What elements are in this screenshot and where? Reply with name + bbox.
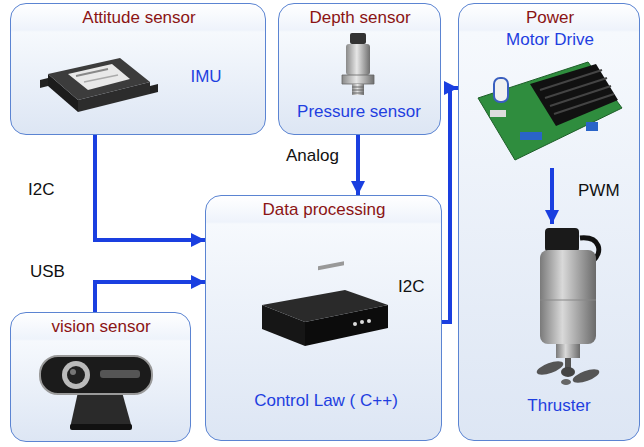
text-holder: Power (526, 8, 574, 28)
component-name: IMU (190, 67, 221, 86)
text-holder: Attitude sensor (82, 8, 195, 28)
computer-picture (262, 261, 388, 346)
panel-heading: Power (526, 8, 574, 27)
sensor-panel: PowerMotor DriveThruster (458, 3, 640, 441)
text-holder: Motor Drive (506, 30, 594, 50)
thruster-picture (535, 228, 601, 385)
text-holder: Depth sensor (309, 8, 410, 28)
panel-heading: Data processing (263, 200, 386, 219)
text-holder: Data processing (263, 200, 386, 220)
label-holder: PWM (578, 181, 620, 201)
component-name: Motor Drive (506, 30, 594, 49)
text-holder: vision sensor (51, 317, 150, 337)
signal-name: I2C (398, 277, 424, 296)
signal-arrow (442, 88, 458, 322)
label-holder: I2C (398, 277, 424, 297)
pressure-sensor-picture (342, 33, 374, 95)
signal-arrow (356, 135, 360, 195)
component-name: Pressure sensor (297, 102, 421, 121)
panel-heading: Depth sensor (309, 8, 410, 27)
signal-name: Analog (286, 146, 339, 165)
component-name: Thruster (527, 396, 590, 415)
signal-name: PWM (578, 181, 620, 200)
signal-arrow (95, 282, 205, 312)
imu-picture (40, 58, 158, 112)
text-holder: IMU (190, 67, 221, 87)
label-holder: USB (30, 262, 65, 282)
signal-name: USB (30, 262, 65, 281)
text-holder: Thruster (527, 396, 590, 416)
label-holder: Analog (286, 146, 339, 166)
webcam-picture (40, 356, 152, 430)
panel-heading: vision sensor (51, 317, 150, 336)
signal-name: I2C (28, 180, 54, 199)
signal-arrow (95, 135, 205, 240)
label-holder: I2C (28, 180, 54, 200)
sensor-panel: Attitude sensorIMU (10, 3, 266, 135)
motor-drive-picture (478, 62, 622, 160)
pwm-arrow (550, 168, 554, 224)
text-holder: Pressure sensor (297, 102, 421, 122)
panel-heading: Attitude sensor (82, 8, 195, 27)
component-name: Control Law ( C++) (254, 391, 398, 410)
text-holder: Control Law ( C++) (254, 391, 398, 411)
